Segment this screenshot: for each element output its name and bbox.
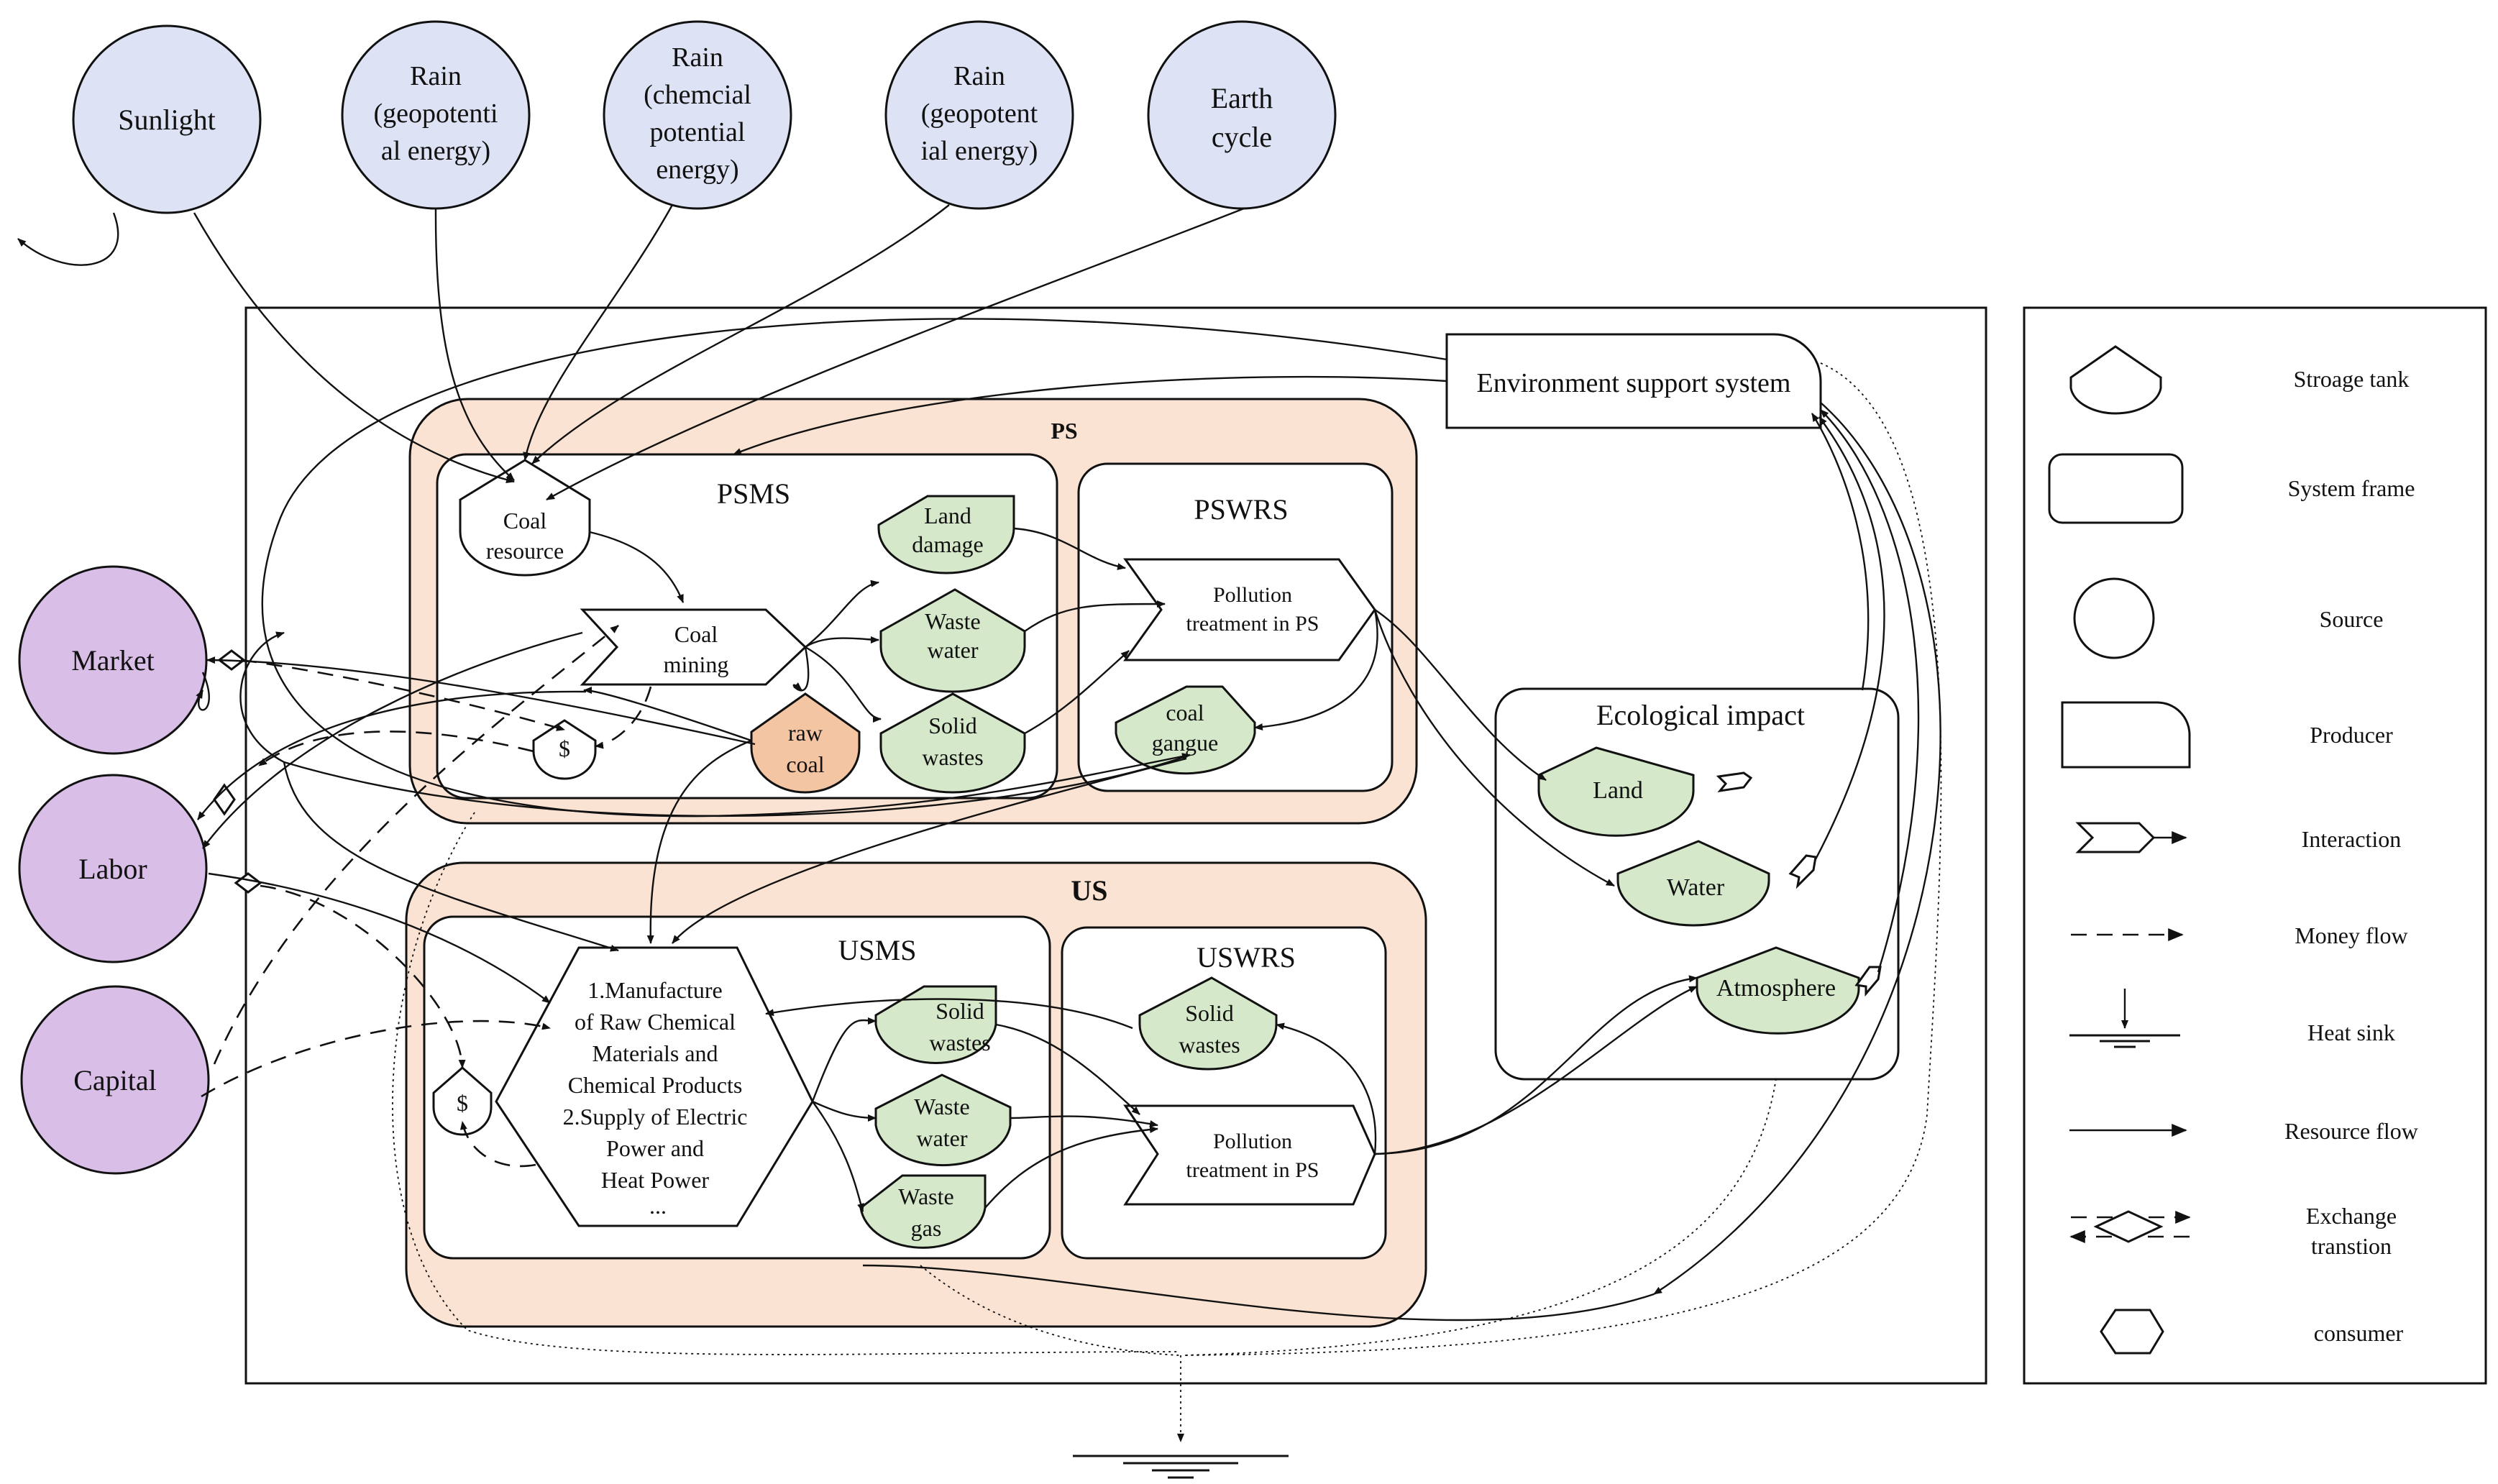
source-sunlight: Sunlight xyxy=(72,24,262,214)
interaction-icon xyxy=(2075,822,2187,853)
heat-sink-legend-icon xyxy=(2069,989,2180,1048)
land-interaction-icon xyxy=(1716,771,1753,793)
legend-label: Source xyxy=(2320,606,2384,632)
svg-text:Capital: Capital xyxy=(73,1064,157,1096)
usms-title: USMS xyxy=(838,934,917,966)
svg-text:Atmosphere: Atmosphere xyxy=(1716,975,1836,1002)
pswrs-title: PSWRS xyxy=(1194,493,1288,526)
resource-flows xyxy=(17,204,1941,1322)
source-icon xyxy=(2073,577,2155,659)
ps-title: PS xyxy=(1051,418,1077,444)
svg-text:$: $ xyxy=(559,736,570,761)
ecological-impact-title: Ecological impact xyxy=(1596,699,1805,731)
legend-panel: Stroage tank System frame Source Produce… xyxy=(2023,306,2487,1385)
legend-label: Resource flow xyxy=(2284,1118,2418,1144)
uswrs-frame xyxy=(1061,926,1387,1260)
ps-money-tank: $ xyxy=(532,719,597,780)
svg-text:Land: Land xyxy=(1593,777,1643,804)
legend-label: Money flow xyxy=(2295,922,2407,948)
exchange-transition-icon xyxy=(2069,1210,2191,1243)
uswrs-title: USWRS xyxy=(1197,941,1296,974)
heat-loss-paths xyxy=(392,362,1942,1442)
environment-support-system: Environment support system xyxy=(1445,333,1822,429)
market-source: Market xyxy=(18,565,208,755)
legend-label: consumer xyxy=(2314,1320,2404,1346)
producer-icon xyxy=(2061,701,2191,769)
legend-label: Producer xyxy=(2310,722,2393,748)
system-frame-icon xyxy=(2048,453,2184,524)
svg-text:$: $ xyxy=(457,1090,468,1116)
labor-exchange-diamond-1 xyxy=(213,783,236,816)
land-impact-tank: Land xyxy=(1537,746,1695,837)
svg-text:1.Manufacture of Raw Che: 1.Manufacture of Raw Chemical Materials … xyxy=(563,977,754,1219)
svg-text:Labor: Labor xyxy=(78,853,147,885)
atmosphere-interaction-icon xyxy=(1854,966,1882,997)
consumer-icon xyxy=(2100,1309,2164,1355)
svg-text:Water: Water xyxy=(1667,874,1725,901)
labor-exchange-diamond-2 xyxy=(234,872,262,894)
storage-tank-icon xyxy=(2069,345,2162,415)
money-flows xyxy=(201,624,652,1168)
us-title: US xyxy=(1071,874,1107,907)
svg-text:Sunlight: Sunlight xyxy=(118,104,216,136)
legend-label: Heat sink xyxy=(2307,1020,2395,1045)
labor-source: Labor xyxy=(18,774,208,963)
legend-label: Stroage tank xyxy=(2294,366,2410,392)
water-interaction-icon xyxy=(1788,854,1817,889)
svg-text:Market: Market xyxy=(71,644,155,677)
capital-source: Capital xyxy=(20,985,210,1175)
environment-support-label: Environment support system xyxy=(1477,368,1791,398)
atmosphere-impact-tank: Atmosphere xyxy=(1696,946,1860,1035)
legend-label: Interaction xyxy=(2302,826,2402,852)
water-impact-tank: Water xyxy=(1616,840,1770,927)
psms-title: PSMS xyxy=(717,477,790,510)
system-boundary-frame xyxy=(244,306,1987,1385)
consumer-hexagon: 1.Manufacture of Raw Chemical Materials … xyxy=(495,946,814,1227)
legend-label: System frame xyxy=(2288,475,2415,501)
heat-sink-icon xyxy=(1073,1455,1289,1479)
